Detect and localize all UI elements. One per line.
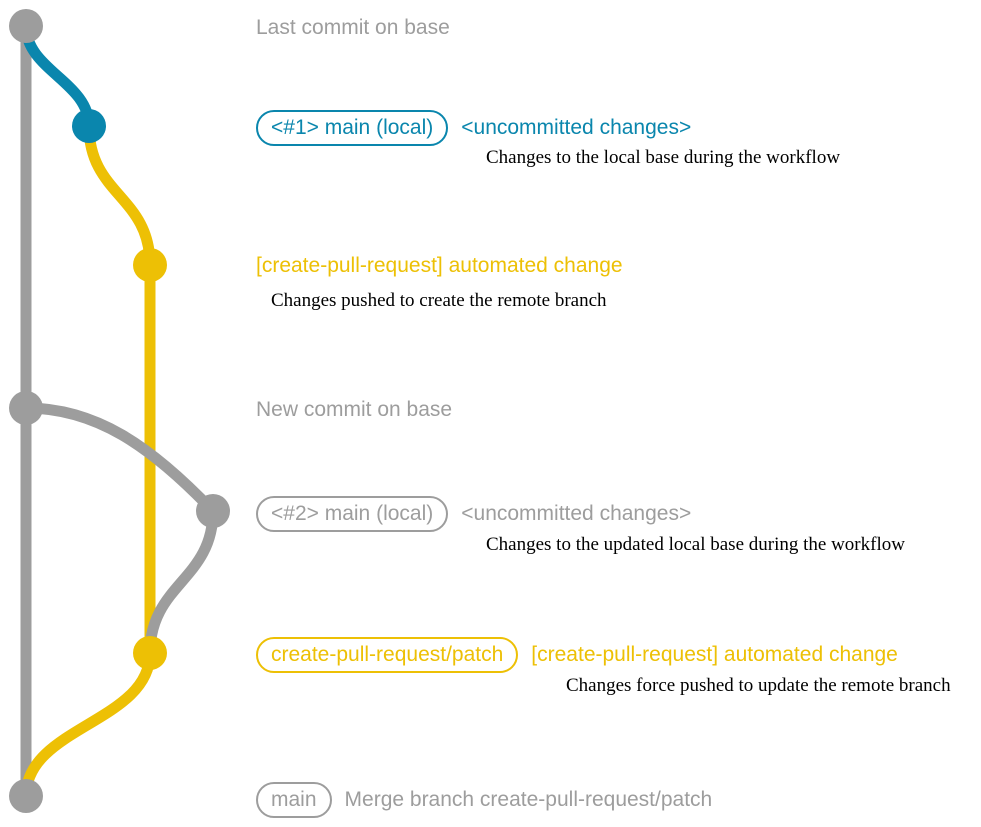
row-merge: main Merge branch create-pull-request/pa… [256, 782, 712, 818]
node-local-1[interactable] [72, 109, 106, 143]
commit-subject-automated-change-2: [create-pull-request] automated change [531, 643, 898, 666]
row-automated-change-1: [create-pull-request] automated change [256, 255, 623, 276]
node-base-head[interactable] [9, 9, 43, 43]
edge-base-to-local1 [20, 20, 95, 132]
node-patch-2[interactable] [133, 636, 167, 670]
commit-subject-local-2: <uncommitted changes> [461, 502, 692, 525]
edge-patch2-to-merge [20, 647, 156, 802]
edge-basenew-to-local2 [20, 402, 219, 517]
edge-local2-to-patch2 [144, 505, 219, 659]
row-local-1: <#1> main (local) <uncommitted changes> [256, 110, 691, 146]
row-local-2: <#2> main (local) <uncommitted changes> [256, 496, 691, 532]
ref-badge-create-pull-request-patch[interactable]: create-pull-request/patch [256, 637, 519, 673]
edge-local1-to-patch1 [83, 120, 156, 271]
node-base-new[interactable] [9, 391, 43, 425]
commit-subject-merge: Merge branch create-pull-request/patch [344, 788, 713, 811]
row-automated-change-2: create-pull-request/patch [create-pull-r… [256, 637, 898, 673]
commit-description-automated-change-1: Changes pushed to create the remote bran… [271, 290, 607, 311]
commit-subject-local-1: <uncommitted changes> [461, 116, 692, 139]
ref-badge-local-2[interactable]: <#2> main (local) [256, 496, 449, 532]
ref-badge-local-1[interactable]: <#1> main (local) [256, 110, 449, 146]
ref-badge-main[interactable]: main [256, 782, 332, 818]
heading-new-commit-on-base: New commit on base [256, 398, 453, 421]
node-local-2[interactable] [196, 494, 230, 528]
commit-subject-automated-change-1: [create-pull-request] automated change [256, 254, 623, 277]
commit-description-local-1: Changes to the local base during the wor… [486, 147, 841, 168]
commit-description-local-2: Changes to the updated local base during… [486, 534, 905, 555]
heading-last-commit-on-base: Last commit on base [256, 16, 450, 39]
node-merge[interactable] [9, 779, 43, 813]
node-patch-1[interactable] [133, 248, 167, 282]
commit-description-automated-change-2: Changes force pushed to update the remot… [566, 675, 951, 696]
